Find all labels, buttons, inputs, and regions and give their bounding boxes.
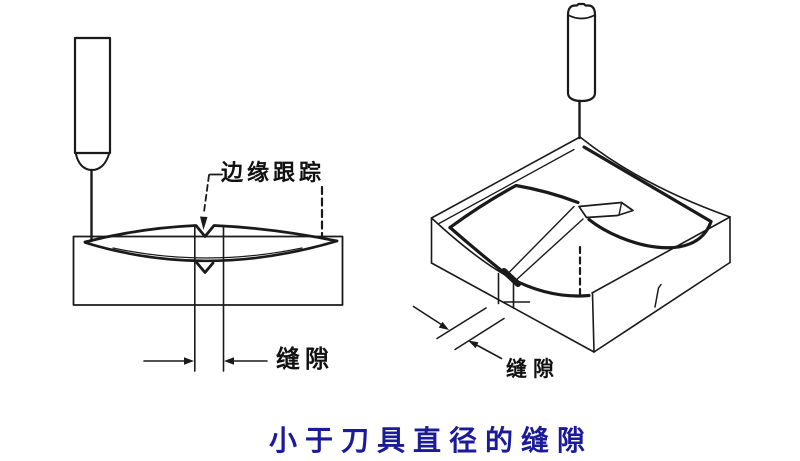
seam-thick-edges [448,145,713,298]
gap-dimension-left [143,225,268,372]
seam-direction-arrow-icon [578,201,634,219]
dimension-arrowhead-icon [184,357,194,365]
dimension-leader [412,305,447,329]
seam-line [507,205,575,275]
callout-dashed-leader [203,174,210,213]
top-back-left-edge [430,136,581,219]
bottom-right-edge [593,261,731,353]
workpiece-side-view [72,224,344,306]
right-view [412,2,731,360]
seam-lower-edge [83,239,339,263]
extension-line [436,307,487,340]
top-inner-line [438,148,575,225]
gap-label-left: 缝隙 [276,346,334,373]
gap-dimension-right [412,305,505,360]
gap-label-right: 缝隙 [506,358,560,381]
tool-probe-side-icon [73,36,112,243]
right-sag-edge [587,217,713,250]
seam-line [514,218,584,282]
front-corner-edge [591,292,595,353]
seam-upper-edge [83,224,339,244]
left-view [72,36,344,372]
left-plate-fold-edge [448,183,580,230]
arrow-outline [578,201,634,219]
arrow-head-divider [618,202,623,216]
surface-tick-mark [654,283,662,308]
probe-body [566,2,597,103]
seam-lines [507,205,584,282]
probe-cap-line [567,14,596,20]
workpiece-outline [72,235,344,306]
seam-notch-mark [195,261,215,274]
front-face-gap [497,272,531,309]
right-plate-back-edge [582,145,713,224]
top-front-left-edge [430,217,507,277]
edge-tracking-callout [200,173,324,239]
callout-arrowhead-icon [200,216,208,230]
dimension-arrowhead-icon [468,340,479,349]
dimension-arrowhead-icon [224,357,234,365]
probe-body [73,36,112,155]
front-sag-edge [508,276,591,298]
figure-caption: 小于刀具直径的缝隙 [269,426,594,457]
extension-line [454,317,505,351]
top-back-right-edge [579,136,731,218]
edge-tracking-label: 边缘跟踪 [221,160,326,185]
probe-tip-dome [75,153,110,171]
left-plate-front-edge [448,225,509,277]
dimension-arrowhead-icon [438,321,449,330]
tool-probe-iso-icon [566,2,597,140]
seam-inner-line [112,247,303,259]
